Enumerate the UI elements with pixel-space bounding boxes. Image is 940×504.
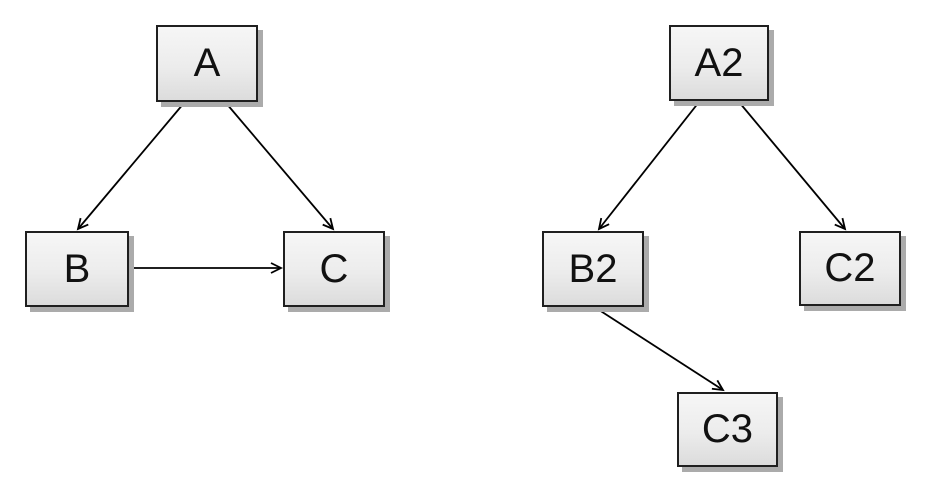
- node-B: B: [25, 231, 129, 307]
- node-C2-label: C2: [824, 246, 876, 290]
- node-C2: C2: [799, 231, 901, 306]
- node-B2: B2: [542, 231, 644, 307]
- node-C-label: C: [319, 246, 349, 291]
- edge-A2-C2: [738, 101, 847, 231]
- right-graph-edges: [595, 101, 847, 392]
- edge-A-B: [76, 102, 185, 231]
- node-A2-label: A2: [694, 40, 744, 85]
- node-B2-label: B2: [568, 246, 618, 291]
- edge-A-C: [225, 102, 335, 231]
- left-graph-edges: [76, 102, 335, 274]
- node-B-label: B: [63, 246, 91, 291]
- node-A-label: A: [193, 41, 221, 85]
- node-A2: A2: [669, 25, 769, 101]
- node-C3-label: C3: [701, 407, 754, 451]
- node-A: A: [156, 25, 258, 102]
- node-C3: C3: [677, 392, 778, 467]
- edge-A2-B2: [597, 101, 700, 231]
- node-C: C: [283, 231, 385, 307]
- edge-B2-C3: [595, 307, 725, 392]
